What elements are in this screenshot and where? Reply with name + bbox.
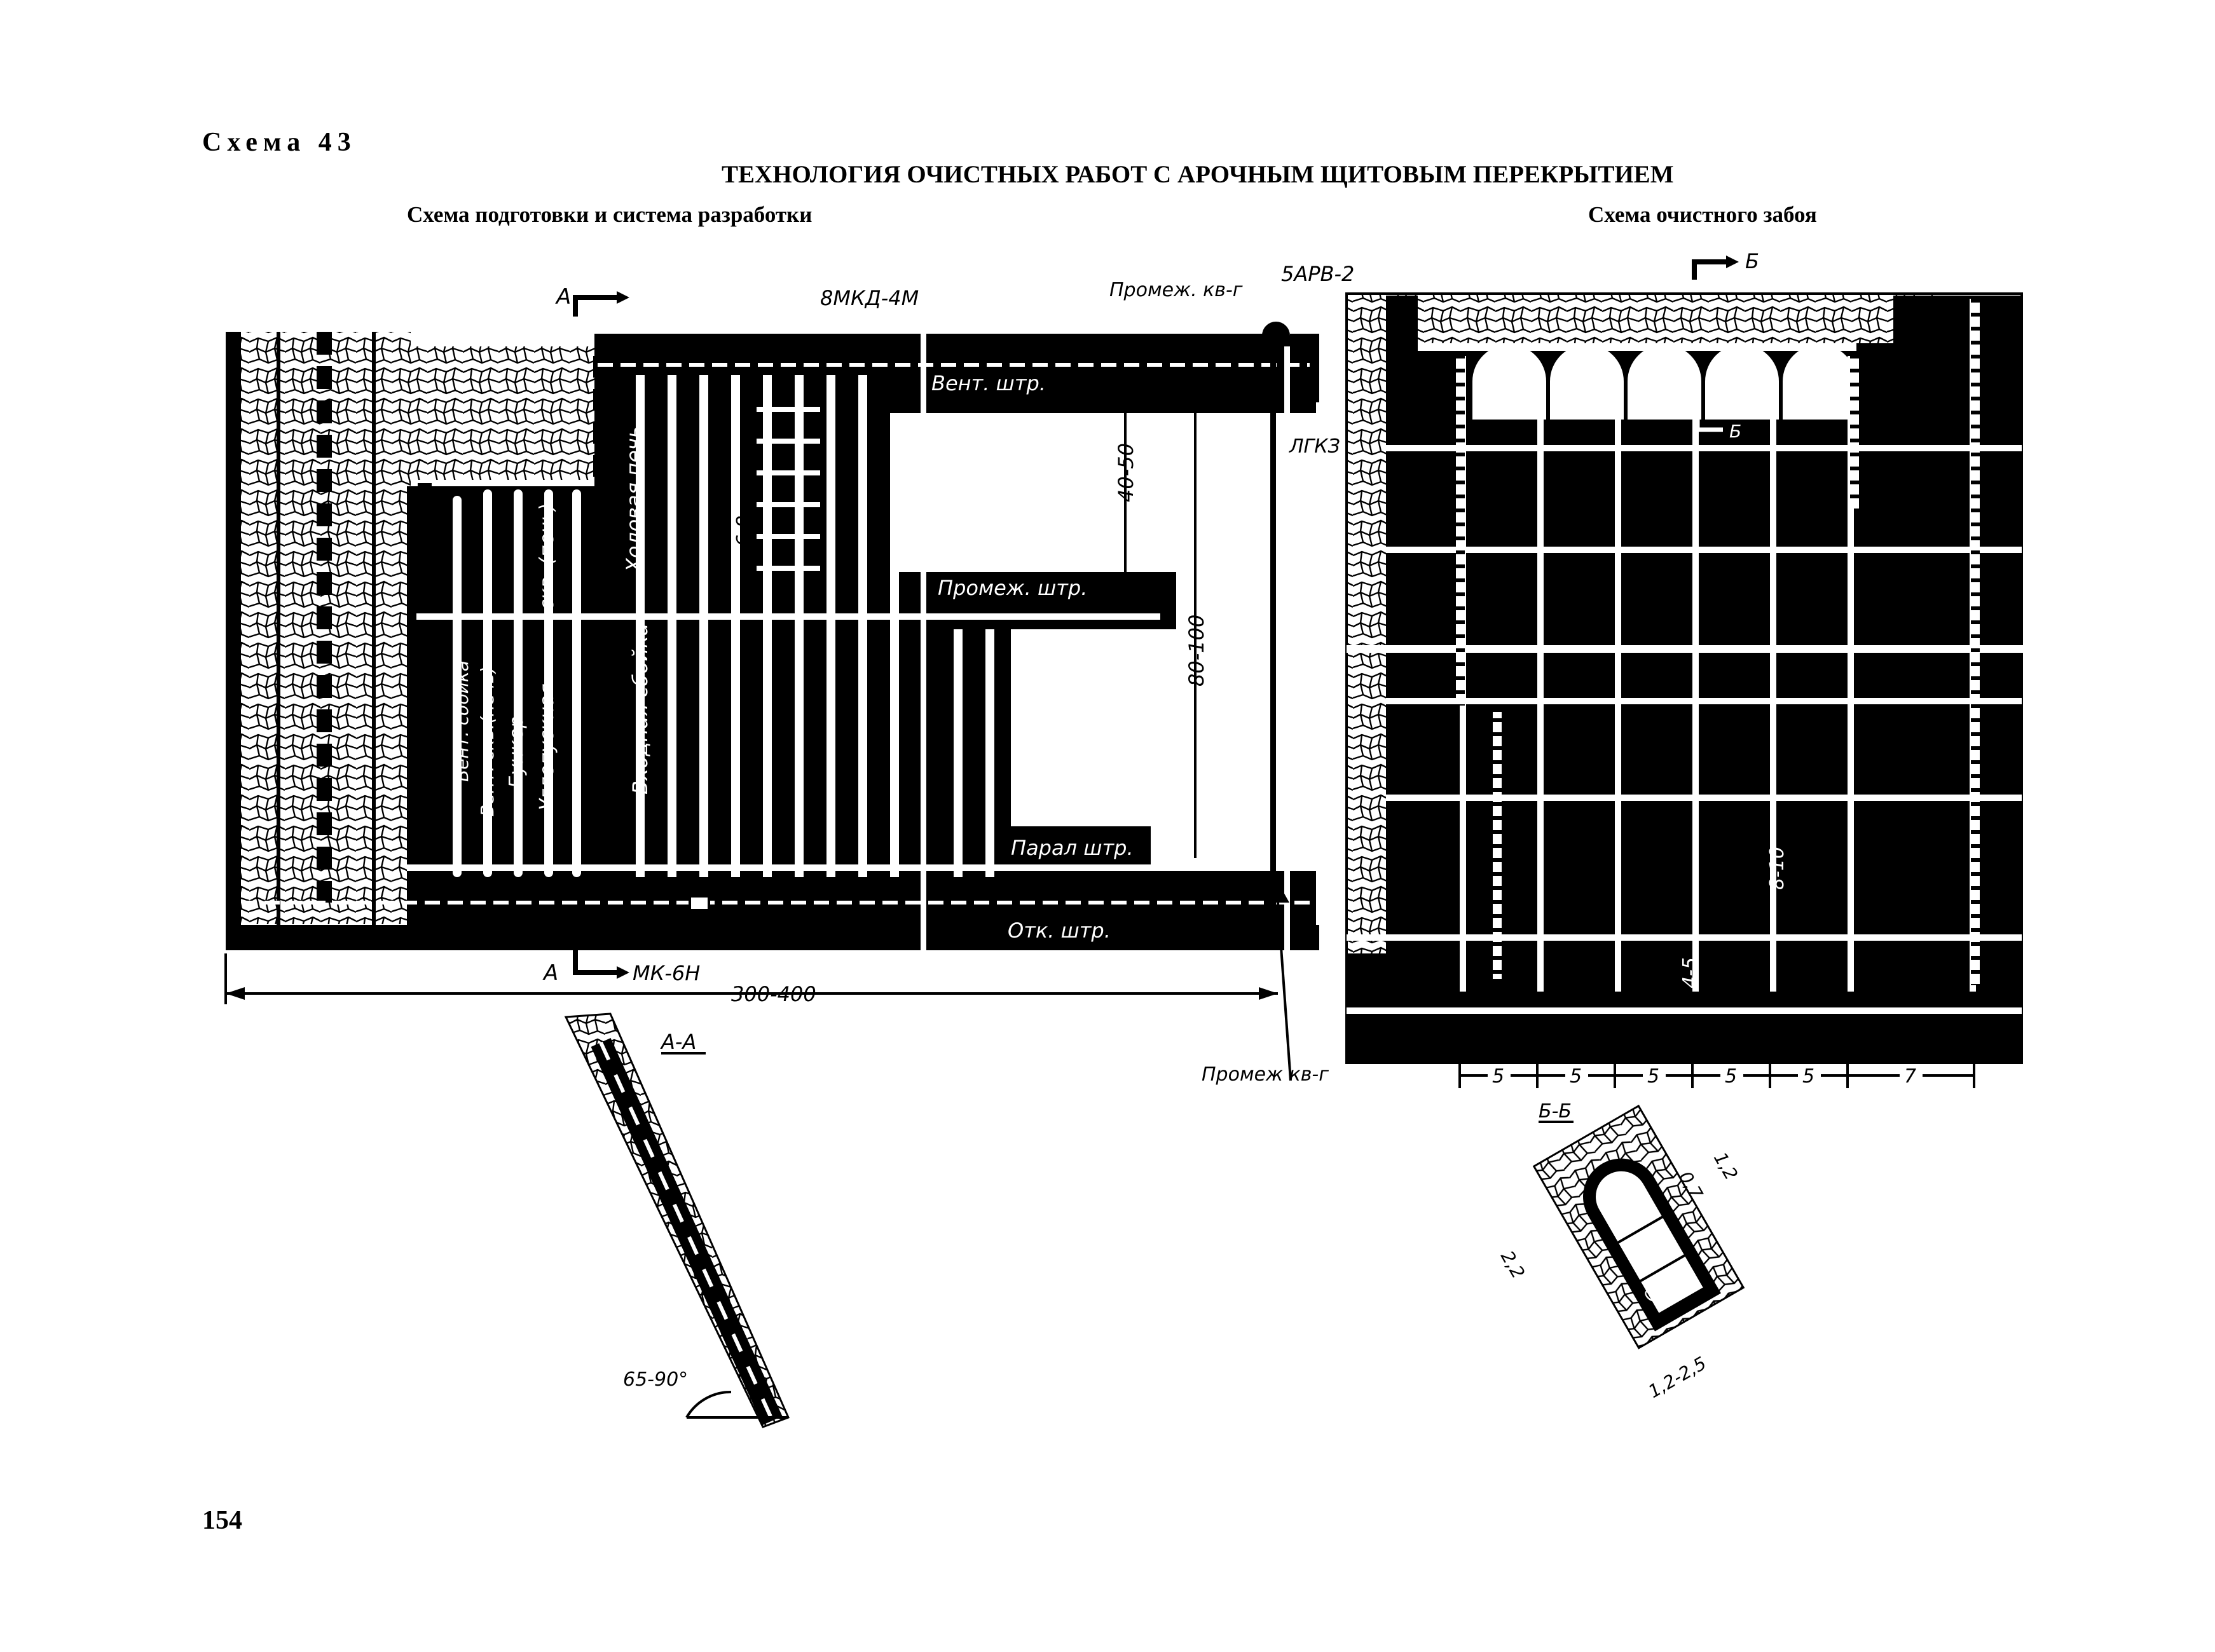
bunker-label: Бункер xyxy=(505,716,528,788)
section-a-arrow-top xyxy=(617,291,629,304)
face-view: Б Б 8-10 4-5 5 5 5 5 5 7 xyxy=(1345,249,2065,1088)
section-b-inner-label: Б xyxy=(1729,421,1741,442)
span-label: 1,2-2,5 xyxy=(1645,1353,1710,1402)
parallel-drift-label: Парал штр. xyxy=(1011,836,1134,860)
section-a-marker-top xyxy=(573,295,617,317)
angle-arc xyxy=(685,1390,732,1419)
right-subtitle: Схема очистного забоя xyxy=(1588,202,1817,227)
spacing-label: 5 xyxy=(1802,1065,1814,1088)
ladder-left xyxy=(1456,356,1465,706)
service-line xyxy=(921,334,926,950)
spacing-label: 5 xyxy=(1492,1065,1504,1088)
haulage-drift xyxy=(226,925,1319,950)
dim-arrow-right xyxy=(1259,987,1278,1000)
spacing-label: 5 xyxy=(1570,1065,1582,1088)
crosscut-top-label: Промеж. кв-г xyxy=(1109,279,1243,301)
crosscut-symbol xyxy=(1272,887,1289,903)
crosscut-stripes xyxy=(407,407,1316,871)
chamber-stripes xyxy=(453,375,994,877)
angle-label: 65-90° xyxy=(623,1369,688,1391)
crosscut-bottom-label: Промеж кв-г xyxy=(1202,1063,1329,1086)
spacing-label: 5 xyxy=(1647,1065,1659,1088)
rock-goaf-upper xyxy=(407,346,594,480)
vent-borehole-label: Вент. скв.(печь) xyxy=(477,666,498,817)
section-a-label-top: А xyxy=(555,284,571,310)
ladder-far-right xyxy=(1971,299,1980,985)
chamber-length-label: 8-10 xyxy=(1766,847,1788,890)
spacing-label: 5 xyxy=(1725,1065,1737,1088)
arch-chambers xyxy=(1472,345,1856,420)
page-number: 154 xyxy=(202,1506,242,1535)
leader-line xyxy=(1277,902,1292,1081)
neck-label: 4-5 xyxy=(1679,957,1701,988)
loader-label: МК-6Н xyxy=(633,961,700,985)
scheme-number: Схема 43 xyxy=(202,128,357,157)
borehole-raise-label: скв. (печь) xyxy=(536,503,558,610)
face-rock-top xyxy=(1399,294,1933,343)
support-height-label: 2,2 xyxy=(1497,1247,1529,1282)
lgkz-label: ЛГКЗ xyxy=(1289,435,1340,458)
section-a-a: А-А 65-90° xyxy=(564,1013,790,1428)
upper-section-label: 40-50 xyxy=(1114,443,1138,502)
outer-height-label: 1,2 xyxy=(1710,1149,1742,1184)
service-line-outline xyxy=(1270,334,1276,950)
intermediate-drift xyxy=(928,582,1157,613)
walking-raise-label: Ходовая печь xyxy=(622,427,646,573)
section-a-arrow-bottom xyxy=(617,966,629,979)
loader-symbol xyxy=(689,895,710,911)
vent-drift-label: Вент. штр. xyxy=(931,371,1046,395)
page-title: ТЕХНОЛОГИЯ ОЧИСТНЫХ РАБОТ С АРОЧНЫМ ЩИТО… xyxy=(722,161,1674,188)
conveyor-label: 8МКД-4М xyxy=(820,286,919,310)
face-crosscuts xyxy=(1347,445,2065,1014)
plan-view: А А 8МКД-4М Промеж. кв-г 5АРВ-2 ЛГКЗ Вен… xyxy=(224,262,1354,1086)
winch-symbol xyxy=(1262,322,1290,346)
section-a-marker-bottom xyxy=(573,950,617,975)
winch-label: 5АРВ-2 xyxy=(1281,262,1354,286)
intermediate-drift-label: Промеж. штр. xyxy=(938,576,1087,600)
left-boundary xyxy=(226,332,241,948)
section-b-b-title: Б-Б xyxy=(1539,1100,1572,1123)
section-b-b-body xyxy=(1532,1104,1745,1349)
left-subtitle: Схема подготовки и система разработки xyxy=(407,202,813,227)
vent-drift xyxy=(922,371,1316,404)
dim-arrow-left xyxy=(226,987,245,1000)
section-b-marker xyxy=(1692,259,1726,280)
spacing-ticks xyxy=(1458,1063,1975,1088)
vent-crosscut-label: Вент. сбойка xyxy=(451,660,472,782)
arch-beam xyxy=(1418,343,1856,351)
entry-crosscut-label: Входная сбойка xyxy=(628,624,652,795)
parallel-drift xyxy=(979,838,1151,866)
ladder-lower xyxy=(1493,712,1502,979)
ladder-right xyxy=(1850,356,1859,509)
section-a-label-bottom: А xyxy=(542,960,558,986)
haulage-drift-label: Отк. штр. xyxy=(1008,918,1111,943)
section-a-a-title: А-А xyxy=(660,1030,696,1054)
spacing-labels: 5 5 5 5 5 7 xyxy=(1488,1065,1923,1088)
section-b-b: Б-Б 0,7 1,2 2,2 0,8 1,2-2,5 xyxy=(1497,1100,1745,1402)
section-b-label: Б xyxy=(1745,249,1759,273)
service-line xyxy=(1284,334,1290,950)
pillar-spacing-label: 6-8 xyxy=(733,515,755,547)
spacing-label: 7 xyxy=(1904,1065,1916,1088)
section-b-inner-marker xyxy=(1695,412,1723,432)
coal-chute-label: Углепускная xyxy=(536,683,558,810)
section-a-a-seam xyxy=(591,1037,783,1426)
panel-length-label: 300-400 xyxy=(731,982,816,1006)
section-b-arrow xyxy=(1726,256,1739,268)
panel-height-label: 80-100 xyxy=(1184,615,1209,686)
